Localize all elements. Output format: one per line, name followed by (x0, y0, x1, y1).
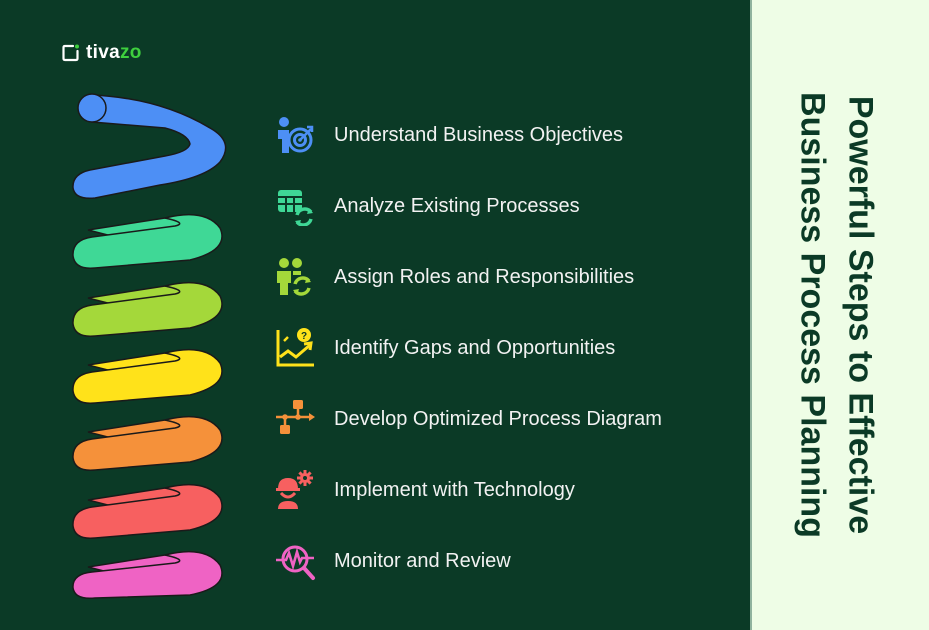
target-person-icon (272, 112, 318, 158)
step-label: Understand Business Objectives (334, 123, 624, 146)
step-label: Monitor and Review (334, 549, 511, 572)
table-refresh-icon (272, 183, 318, 229)
step-label: Implement with Technology (334, 478, 575, 501)
step-label: Analyze Existing Processes (334, 194, 580, 217)
chart-question-icon: ? (272, 325, 318, 371)
logo-mark-icon (62, 44, 79, 62)
step-item: Understand Business Objectives (272, 112, 623, 158)
left-panel: tivazo .coil { stroke:#1a1a1a; stroke-wi… (62, 42, 662, 600)
flowchart-icon (272, 396, 318, 442)
engineer-gear-icon (272, 467, 318, 513)
step-item: Implement with Technology (272, 467, 575, 513)
title-line-2: Business Process Planning (793, 92, 832, 538)
step-label: Identify Gaps and Opportunities (334, 336, 616, 359)
brand-logo: tivazo (62, 42, 142, 64)
title-panel: Powerful Steps to Effective Business Pro… (750, 0, 929, 630)
step-label: Develop Optimized Process Diagram (334, 407, 662, 430)
spring-coil-graphic: .coil { stroke:#1a1a1a; stroke-width:1.5… (72, 93, 227, 600)
step-item: Analyze Existing Processes (272, 183, 580, 229)
brand-name: tivazo (86, 42, 142, 63)
step-item: Monitor and Review (272, 538, 511, 584)
step-item: Develop Optimized Process Diagram (272, 396, 662, 442)
svg-text:?: ? (301, 331, 307, 342)
people-refresh-icon (272, 254, 318, 300)
pulse-magnifier-icon (272, 538, 318, 584)
step-item: ? Identify Gaps and Opportunities (272, 325, 615, 371)
title-block: Powerful Steps to Effective Business Pro… (752, 0, 929, 630)
step-item: Assign Roles and Responsibilities (272, 254, 634, 300)
title-line-1: Powerful Steps to Effective (841, 95, 880, 535)
step-label: Assign Roles and Responsibilities (334, 265, 635, 288)
